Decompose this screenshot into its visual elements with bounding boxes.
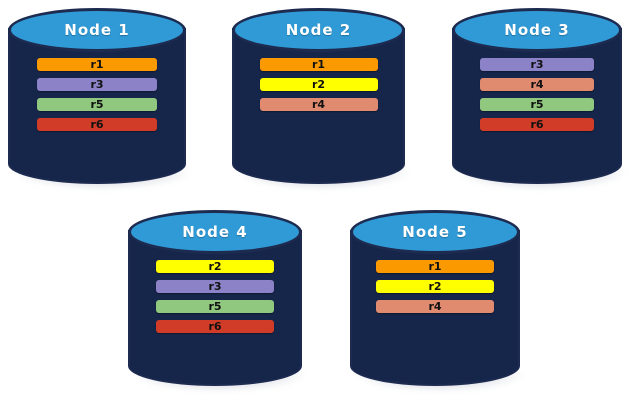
replica-list: r1 r2 r4 xyxy=(350,260,520,313)
node-cylinder-1[interactable]: Node 1 r1 r3 r5 r6 xyxy=(8,8,190,190)
replica-bar[interactable]: r2 xyxy=(259,78,378,91)
replica-bar-label: r5 xyxy=(530,98,544,111)
replica-bar[interactable]: r5 xyxy=(156,300,274,313)
replica-bar[interactable]: r2 xyxy=(376,280,494,293)
node-title-label: Node 5 xyxy=(402,223,468,241)
node-title-label: Node 2 xyxy=(285,21,352,39)
cylinder-top-ellipse: Node 5 xyxy=(350,210,520,254)
replica-bar[interactable]: r1 xyxy=(376,260,494,273)
replica-bar[interactable]: r6 xyxy=(37,118,157,131)
node-cylinder-3[interactable]: Node 3 r3 r4 r5 r6 xyxy=(452,8,626,190)
replica-list: r1 r2 r4 xyxy=(232,58,405,111)
node-title-label: Node 3 xyxy=(504,21,570,39)
replica-bar-label: r3 xyxy=(90,78,104,91)
replica-bar[interactable]: r6 xyxy=(480,118,594,131)
replica-bar-label: r5 xyxy=(208,300,222,313)
replica-bar-label: r3 xyxy=(530,58,544,71)
replica-bar-label: r6 xyxy=(530,118,544,131)
node-title-label: Node 4 xyxy=(182,223,248,241)
replica-bar-label: r1 xyxy=(311,58,326,71)
cylinder-top-ellipse: Node 2 xyxy=(232,8,405,52)
replica-bar-label: r4 xyxy=(428,300,442,313)
node-cylinder-5[interactable]: Node 5 r1 r2 r4 xyxy=(350,210,524,392)
replica-bar-label: r1 xyxy=(428,260,442,273)
replica-bar[interactable]: r3 xyxy=(480,58,594,71)
replica-bar[interactable]: r4 xyxy=(259,98,378,111)
replica-bar-label: r2 xyxy=(311,78,326,91)
replica-bar-label: r3 xyxy=(208,280,222,293)
replica-bar[interactable]: r2 xyxy=(156,260,274,273)
replica-list: r2 r3 r5 r6 xyxy=(128,260,302,333)
replica-bar[interactable]: r3 xyxy=(156,280,274,293)
replica-bar[interactable]: r1 xyxy=(259,58,378,71)
replica-bar-label: r4 xyxy=(311,98,326,111)
replica-bar-label: r6 xyxy=(90,118,104,131)
node-cylinder-2[interactable]: Node 2 r1 r2 r4 xyxy=(232,8,409,190)
replica-bar[interactable]: r5 xyxy=(480,98,594,111)
replica-bar-label: r4 xyxy=(530,78,544,91)
replica-bar-label: r1 xyxy=(90,58,104,71)
cylinder-top-ellipse: Node 3 xyxy=(452,8,622,52)
replica-bar-label: r2 xyxy=(428,280,442,293)
replica-bar-label: r5 xyxy=(90,98,104,111)
replica-bar-label: r6 xyxy=(208,320,222,333)
cylinder-top-ellipse: Node 4 xyxy=(128,210,302,254)
node-title-label: Node 1 xyxy=(64,21,130,39)
replica-bar[interactable]: r6 xyxy=(156,320,274,333)
replica-bar[interactable]: r3 xyxy=(37,78,157,91)
replica-bar[interactable]: r4 xyxy=(480,78,594,91)
cylinder-top-ellipse: Node 1 xyxy=(8,8,186,52)
node-cylinder-4[interactable]: Node 4 r2 r3 r5 r6 xyxy=(128,210,306,392)
replica-bar[interactable]: r1 xyxy=(37,58,157,71)
replica-list: r3 r4 r5 r6 xyxy=(452,58,622,131)
replica-bar[interactable]: r4 xyxy=(376,300,494,313)
replica-list: r1 r3 r5 r6 xyxy=(8,58,186,131)
replica-bar[interactable]: r5 xyxy=(37,98,157,111)
replica-bar-label: r2 xyxy=(208,260,222,273)
